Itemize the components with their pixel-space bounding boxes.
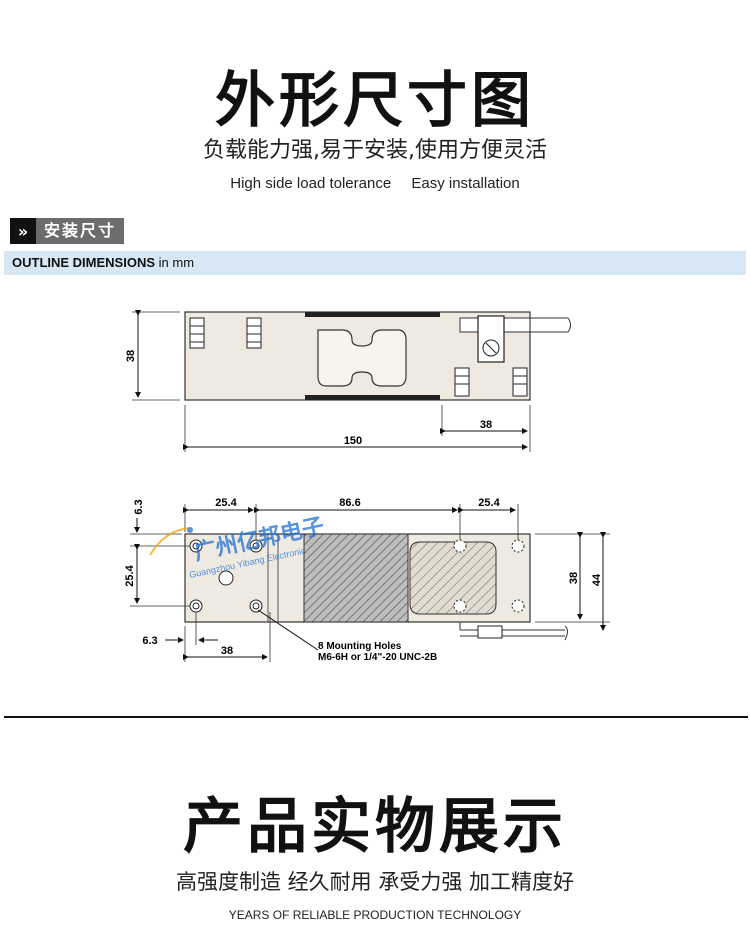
feature-easy-install: Easy installation <box>411 175 520 192</box>
hole-spacing-right-dim: 25.4 <box>478 497 500 509</box>
cutout-hatched <box>409 541 497 615</box>
section-tag: » 安装尺寸 <box>10 218 125 244</box>
page-subtitle: 负载能力强,易于安装,使用方便灵活 <box>203 138 547 163</box>
outline-drawing: 38 150 38 <box>124 310 610 663</box>
side-view: 38 150 38 <box>125 310 571 452</box>
section-tag-label: 安装尺寸 <box>36 218 125 244</box>
double-chevron-right-icon: » <box>10 218 36 244</box>
top-view: 25.4 86.6 25.4 6.3 25.4 38 44 6.3 38 8 M… <box>124 497 610 663</box>
mounting-holes-note: 8 Mounting Holes <box>318 641 402 652</box>
mounting-hole-icon <box>189 539 525 613</box>
showcase-subtitle: 高强度制造 经久耐用 承受力强 加工精度好 <box>175 870 575 894</box>
outline-dimensions-unit: in mm <box>158 255 195 270</box>
edge-offset-top-dim: 6.3 <box>133 499 145 514</box>
center-span-dim: 86.6 <box>339 497 360 509</box>
side-cable-offset-dim: 38 <box>480 419 492 431</box>
threaded-hole-icon <box>189 317 528 397</box>
showcase-title: 产品实物展示 <box>183 792 567 862</box>
cutout-shape <box>317 329 407 387</box>
strain-gauge-area <box>303 533 409 623</box>
width-outer-dim: 44 <box>591 573 603 586</box>
mounting-holes-spec: M6-6H or 1/4"-20 UNC-2B <box>318 652 437 663</box>
page-title: 外形尺寸图 <box>215 66 535 136</box>
feature-list: High side load tolerance Easy installati… <box>0 175 750 192</box>
hole-spacing-left-dim: 25.4 <box>215 497 237 509</box>
outline-dimensions-title: OUTLINE DIMENSIONS <box>12 255 156 270</box>
feature-side-load: High side load tolerance <box>230 175 392 192</box>
width-inner-dim: 38 <box>568 572 580 584</box>
side-length-dim: 150 <box>344 435 362 447</box>
hole-spacing-vertical-dim: 25.4 <box>124 564 136 586</box>
side-height-dim: 38 <box>125 350 137 362</box>
edge-offset-left-dim: 6.3 <box>142 635 157 647</box>
showcase-tagline: YEARS OF RELIABLE PRODUCTION TECHNOLOGY <box>228 908 522 922</box>
section-divider <box>4 716 748 718</box>
cable-clamp <box>477 625 503 639</box>
mount-span-dim: 38 <box>221 645 233 657</box>
outline-dimensions-bar: OUTLINE DIMENSIONS in mm <box>4 251 746 275</box>
